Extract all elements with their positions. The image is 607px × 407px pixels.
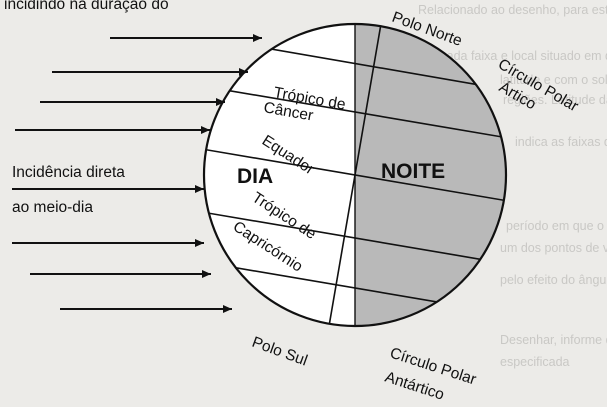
background-line: indica as faixas da esfera terrestre. Co… [515,135,607,149]
top-partial-text: incidindo na duração do [4,0,169,13]
background-line: especificada [500,355,570,369]
south-pole-label: Polo Sul [250,334,310,370]
incidence-label-line1: Incidência direta [12,164,125,181]
incidence-label-line2: ao meio-dia [12,199,93,216]
background-line: pelo efeito do ângulo de incidência que … [500,273,607,287]
background-line: um dos pontos de vista de duas regiões, … [500,241,607,255]
night-label: NOITE [381,160,445,183]
background-line: Desenhar, informe qual posição dessa dúv… [500,333,607,347]
day-label: DIA [237,165,273,188]
background-line: período em que o sol nasce nos hemisféri… [506,219,607,233]
background-line: Relacionado ao desenho, para estabelecer… [418,3,607,17]
